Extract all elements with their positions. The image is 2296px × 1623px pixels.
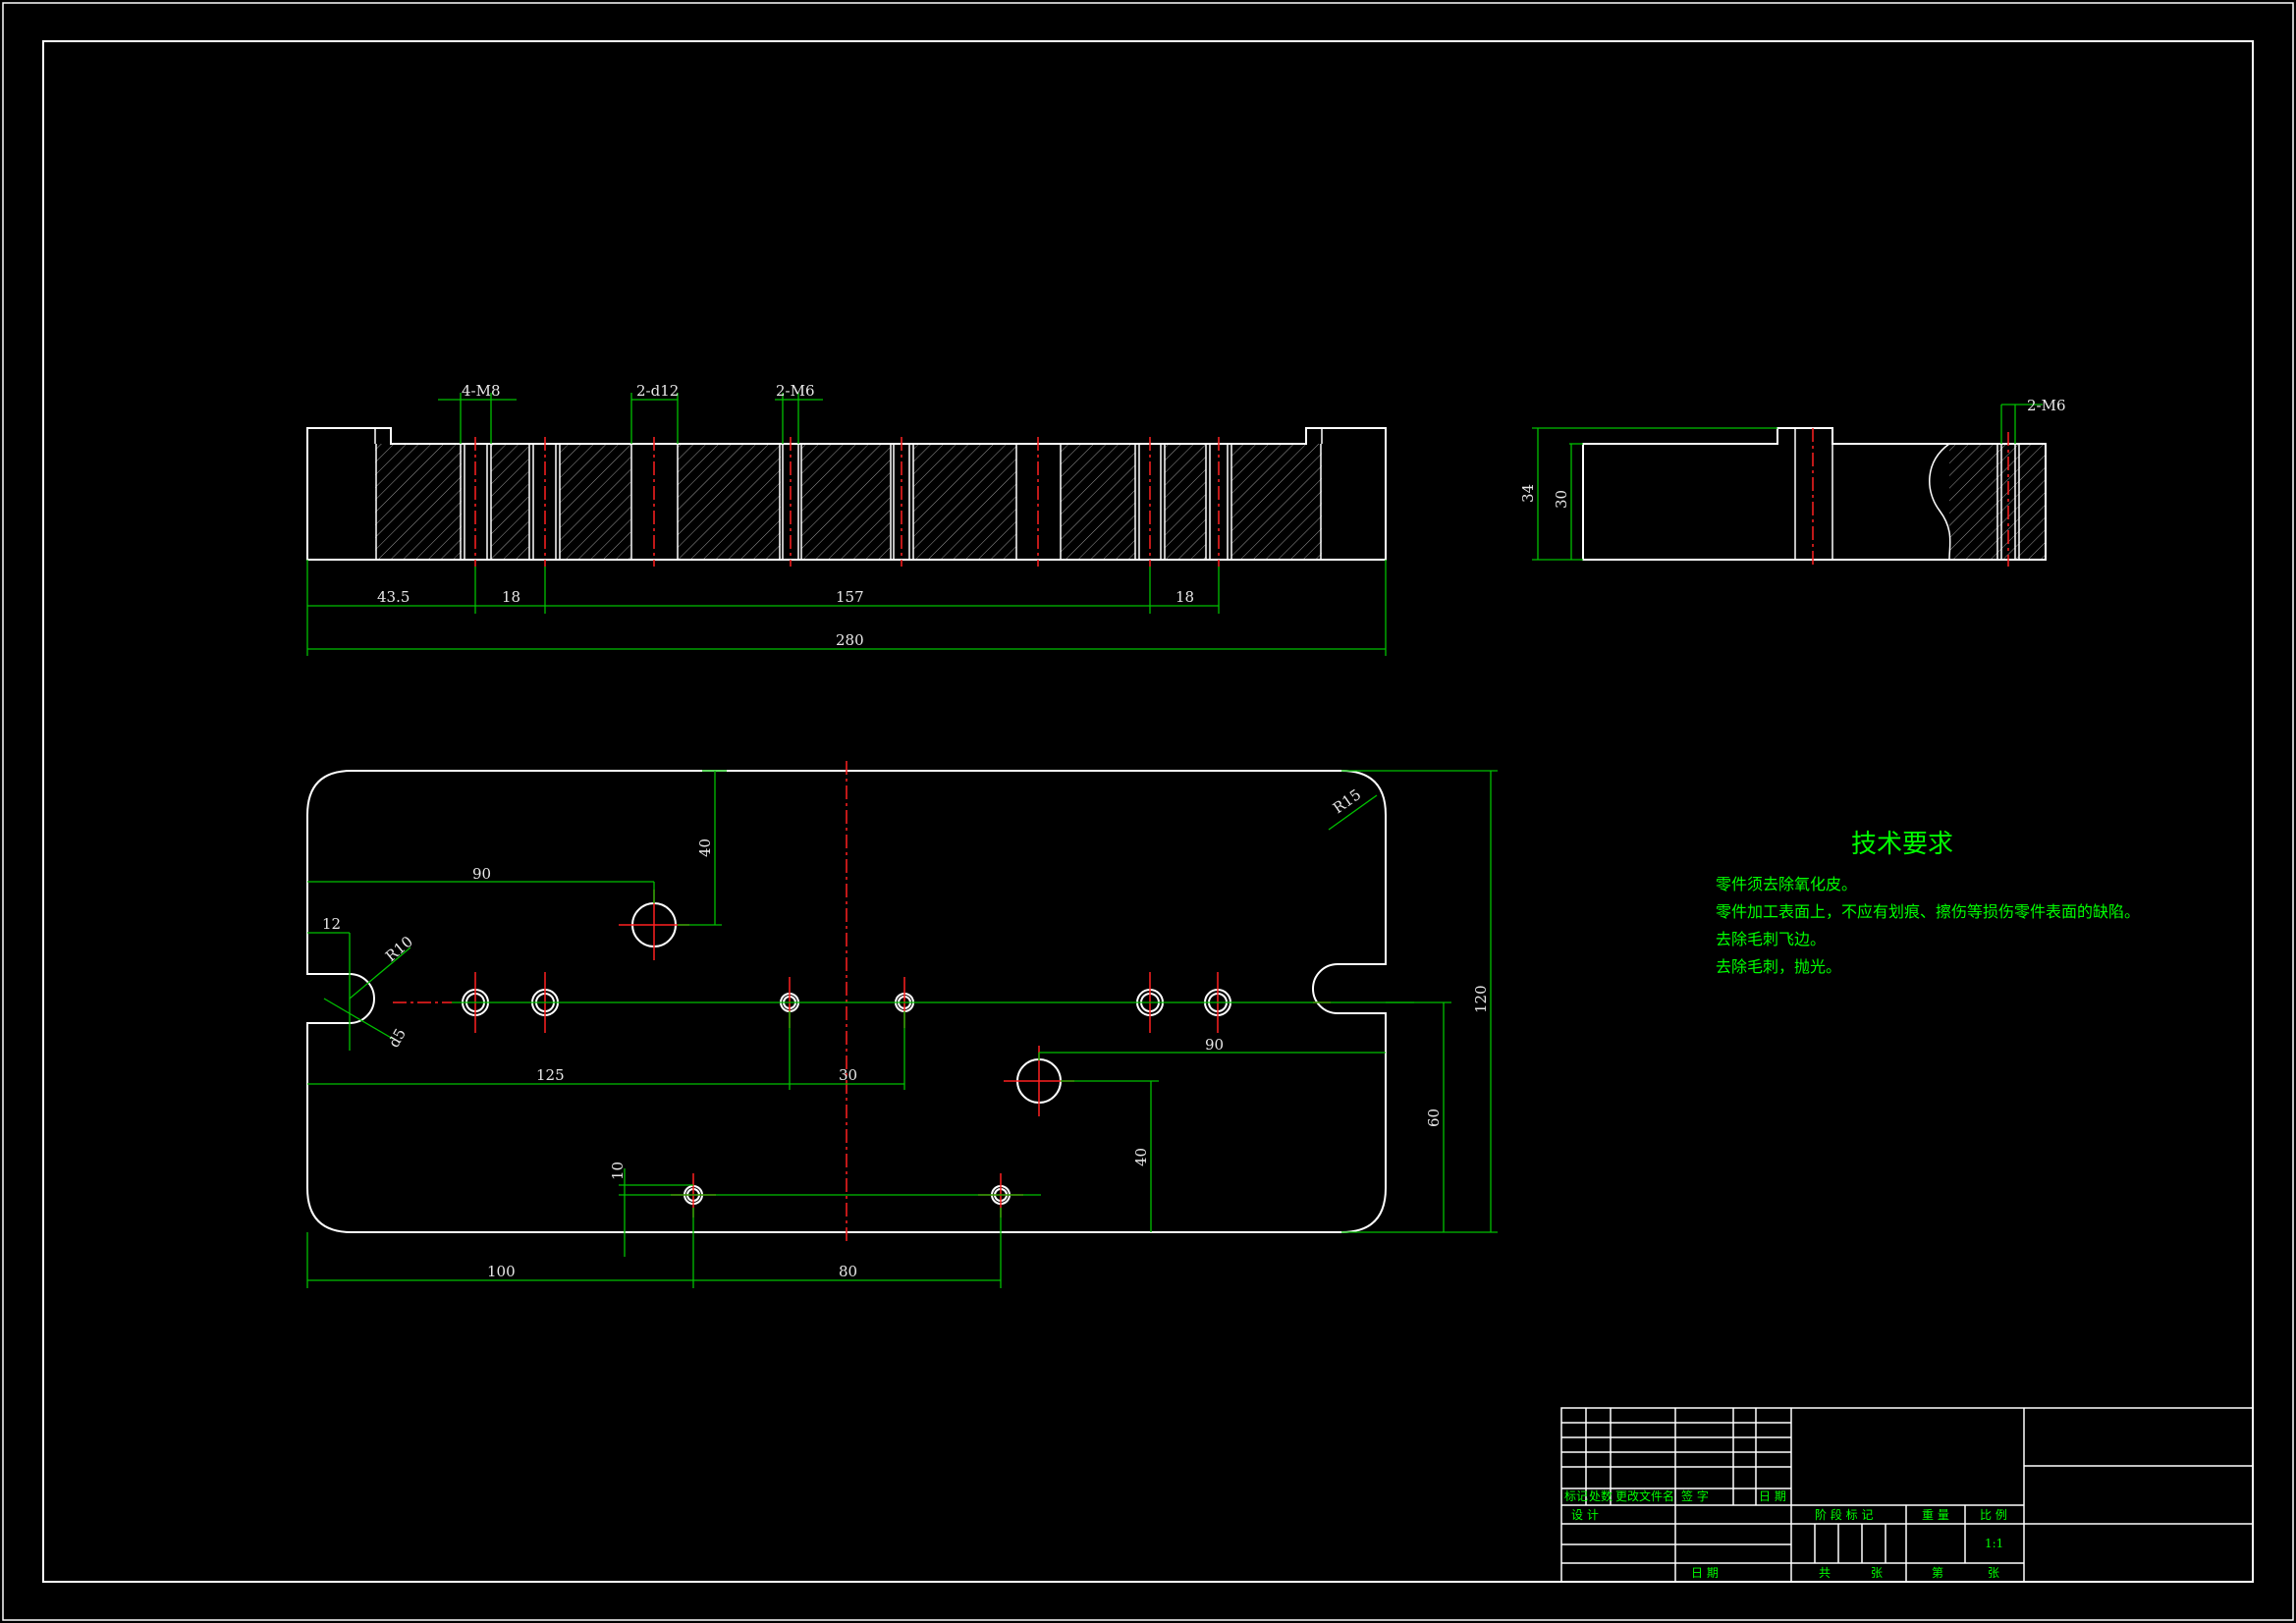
dim-30: 30 — [1553, 490, 1570, 509]
tb-scale-value: 1:1 — [1985, 1537, 2003, 1550]
dim-d5: d5 — [385, 1025, 410, 1051]
tb-sheets: 张 — [1871, 1566, 1883, 1580]
dim-90-top: 90 — [472, 865, 491, 883]
callout-side-2-m6: 2-M6 — [2027, 397, 2066, 414]
tech-requirements: 技术要求 零件须去除氧化皮。 零件加工表面上，不应有划痕、擦伤等损伤零件表面的缺… — [1716, 830, 2140, 976]
callout-2-m6: 2-M6 — [776, 382, 815, 400]
tb-header-file: 更改文件名 — [1615, 1488, 1674, 1503]
dim-120: 120 — [1472, 985, 1490, 1013]
tb-header-sign: 签 字 — [1681, 1488, 1709, 1503]
tech-requirements-title: 技术要求 — [1851, 830, 1953, 859]
dim-43-5: 43.5 — [377, 588, 410, 606]
side-view: 34 30 2-M6 — [1519, 397, 2066, 567]
dim-10: 10 — [609, 1162, 627, 1180]
dim-157: 157 — [836, 588, 864, 606]
tb-header-mark: 标记 — [1564, 1489, 1588, 1503]
tb-weight: 重 量 — [1922, 1508, 1949, 1522]
dim-60: 60 — [1425, 1109, 1443, 1127]
dim-80: 80 — [839, 1263, 857, 1280]
inner-border — [42, 40, 2254, 1583]
plan-view: 90 40 12 R10 d5 R15 125 30 90 10 40 60 1… — [306, 761, 1498, 1288]
dim-18-right: 18 — [1175, 588, 1194, 606]
tb-header-date: 日 期 — [1759, 1489, 1786, 1503]
section-view: 4-M8 2-d12 2-M6 43.5 18 157 18 280 — [306, 382, 1387, 656]
tech-requirement-item: 去除毛刺，抛光。 — [1716, 957, 1841, 976]
tb-scale-label: 比 例 — [1980, 1508, 2007, 1522]
title-block: 标记 处数 更改文件名 签 字 日 期 设 计 日 期 阶 段 标 记 重 量 … — [1560, 1407, 2254, 1583]
dim-125: 125 — [536, 1066, 565, 1084]
dim-12: 12 — [322, 915, 341, 933]
tb-total: 共 — [1819, 1566, 1831, 1580]
tb-stage-mark: 阶 段 标 记 — [1815, 1507, 1873, 1522]
tb-date: 日 期 — [1691, 1566, 1719, 1580]
dim-r15: R15 — [1330, 785, 1364, 817]
dim-34: 34 — [1519, 484, 1537, 503]
tb-sheet-no: 第 — [1932, 1566, 1943, 1580]
dim-90-right: 90 — [1205, 1036, 1224, 1054]
tb-header-count: 处数 — [1589, 1488, 1613, 1503]
callout-2-d12: 2-d12 — [636, 382, 679, 400]
callout-4-m8: 4-M8 — [462, 382, 501, 400]
dim-30: 30 — [839, 1066, 857, 1084]
tech-requirement-item: 零件须去除氧化皮。 — [1716, 875, 1857, 893]
dim-100: 100 — [487, 1263, 516, 1280]
dim-280: 280 — [836, 631, 864, 649]
tech-requirement-item: 零件加工表面上，不应有划痕、擦伤等损伤零件表面的缺陷。 — [1716, 902, 2140, 921]
tb-design: 设 计 — [1571, 1508, 1599, 1522]
dim-40-bottom: 40 — [1132, 1148, 1150, 1166]
dim-18-left: 18 — [502, 588, 520, 606]
dim-r10: R10 — [382, 933, 416, 965]
dim-40-top: 40 — [696, 839, 714, 857]
tb-sheet-unit: 张 — [1988, 1566, 1999, 1580]
tech-requirement-item: 去除毛刺飞边。 — [1716, 930, 1826, 948]
